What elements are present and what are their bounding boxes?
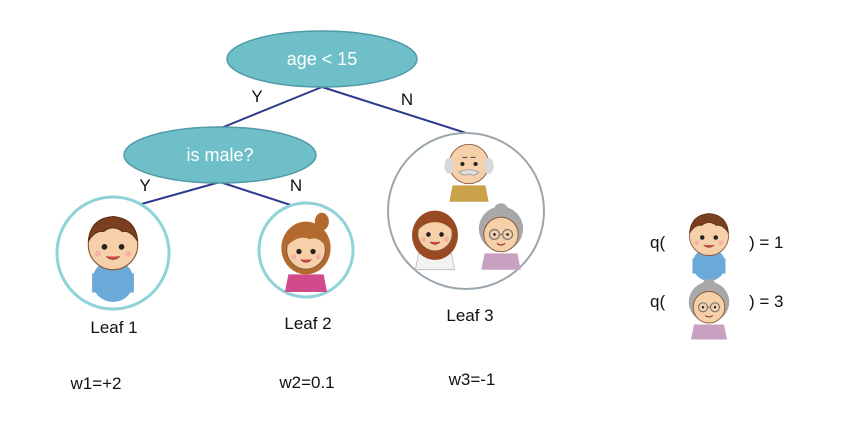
example-1-suffix: ) = 1 [749, 233, 784, 252]
edge-root-to-ismale [220, 86, 323, 129]
leaf-2-label: Leaf 2 [284, 314, 331, 333]
leaf-3-weight: w3=-1 [448, 370, 496, 389]
root-yes-label: Y [251, 87, 262, 106]
edge-root-to-leaf3 [321, 86, 467, 134]
leaf-1 [55, 195, 171, 311]
root-node: age < 15 [226, 30, 418, 88]
grandma-icon [478, 202, 524, 271]
ismale-node-shape [123, 126, 317, 184]
grandma-icon [688, 278, 730, 341]
boy-icon [689, 213, 729, 282]
leaf-1-label: Leaf 1 [90, 318, 137, 337]
root-no-label: N [401, 90, 413, 109]
leaf-3-label: Leaf 3 [446, 306, 493, 325]
example-1: q( ) = 1 [650, 213, 784, 282]
leaf-2-weight: w2=0.1 [278, 373, 334, 392]
example-1-prefix: q( [650, 233, 665, 252]
example-2-prefix: q( [650, 292, 665, 311]
ismale-node: is male? [123, 126, 317, 184]
leaf-1-weight: w1=+2 [69, 374, 121, 393]
example-2-suffix: ) = 3 [749, 292, 784, 311]
root-node-condition: age < 15 [287, 49, 358, 69]
ismale-node-condition: is male? [186, 145, 253, 165]
example-2: q( ) = 3 [650, 278, 784, 341]
boy-icon [87, 215, 139, 303]
mother-icon [411, 210, 459, 271]
ismale-yes-label: Y [139, 176, 150, 195]
ismale-no-label: N [290, 176, 302, 195]
leaf-3 [387, 132, 545, 290]
root-node-shape [226, 30, 418, 88]
leaf-2 [257, 201, 355, 299]
